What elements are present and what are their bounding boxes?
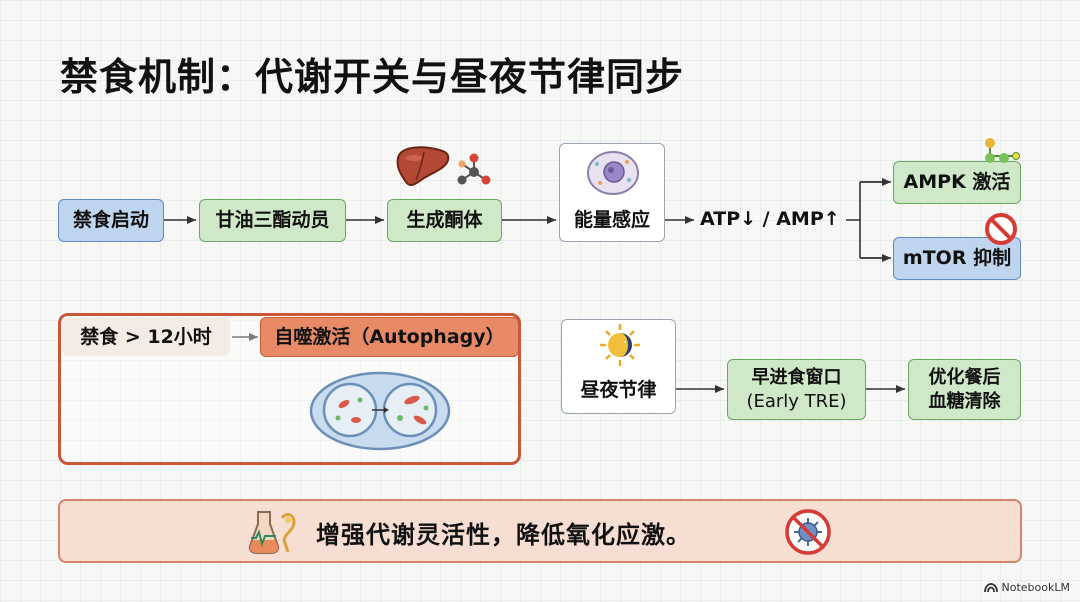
node-circadian-rhythm: 昼夜节律	[561, 319, 676, 414]
prohibit-icon	[985, 213, 1017, 245]
ampk-molecule-icon	[985, 138, 1020, 163]
liver-icon	[396, 146, 450, 186]
page-title: 禁食机制：代谢开关与昼夜节律同步	[60, 55, 685, 99]
node-circadian-label: 昼夜节律	[580, 379, 657, 402]
virus-crossed-icon	[785, 509, 831, 555]
node-fasting-start: 禁食启动	[58, 199, 164, 242]
node-early-tre-line1: 早进食窗口	[751, 367, 842, 389]
node-fasting-12h: 禁食 > 12小时	[62, 318, 230, 356]
node-glucose-line1: 优化餐后	[928, 367, 1001, 389]
branch-connector	[846, 181, 889, 259]
node-early-tre: 早进食窗口 (Early TRE)	[727, 359, 866, 420]
node-glucose-line2: 血糖清除	[928, 390, 1001, 412]
atp-amp-ratio: ATP↓ / AMP↑	[700, 208, 840, 230]
conclusion-banner	[58, 499, 1022, 563]
node-ampk-activation: AMPK 激活	[893, 161, 1021, 204]
node-energy-sensing-label: 能量感应	[573, 209, 650, 232]
node-mtor-inhibition: mTOR 抑制	[893, 237, 1021, 280]
cell-icon	[587, 151, 639, 195]
conclusion-text: 增强代谢灵活性，降低氧化应激。	[316, 521, 691, 549]
node-autophagy-activation: 自噬激活（Autophagy）	[260, 317, 519, 357]
notebooklm-logo-icon	[983, 582, 998, 592]
node-ketone-generation: 生成酮体	[387, 199, 502, 242]
autophagy-cell-icon	[309, 371, 451, 451]
brand-label: NotebookLM	[1001, 581, 1070, 594]
node-glycerol-mobilization: 甘油三酯动员	[199, 199, 346, 242]
node-glucose-clearance: 优化餐后 血糖清除	[908, 359, 1021, 420]
ketone-molecule-icon	[457, 153, 491, 185]
flask-icon	[248, 511, 296, 554]
sun-moon-icon	[600, 324, 640, 366]
brand-watermark: NotebookLM	[983, 581, 1070, 594]
node-early-tre-line2: (Early TRE)	[746, 390, 847, 412]
